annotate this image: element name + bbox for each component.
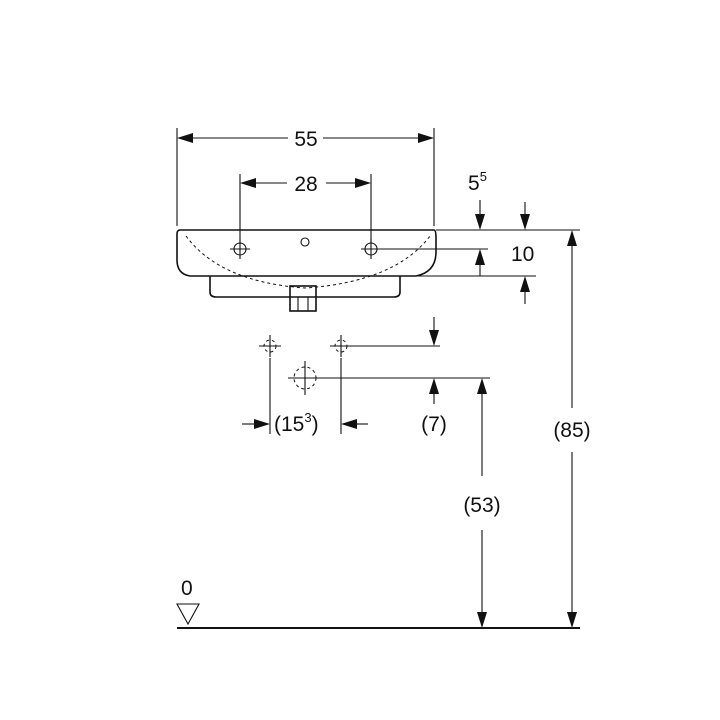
overflow-hole — [300, 237, 310, 247]
dim-drain-height-label: (53) — [463, 494, 500, 517]
floor-level-label: 0 — [181, 577, 193, 600]
washbasin-outline — [176, 229, 437, 312]
dim-rim-height: (85) — [553, 230, 591, 628]
dim-rim-thickness: 10 — [416, 202, 536, 304]
dim-rim-offset: 55 — [381, 169, 580, 276]
dim-rim-offset-label: 55 — [468, 169, 487, 195]
dim-drain-height: (53) — [463, 378, 501, 628]
dim-supply-drain-gap-label: (7) — [421, 413, 447, 436]
dim-supply-spacing-label: (153) — [274, 410, 319, 436]
floor-level-marker: 0 — [176, 577, 580, 629]
supply-connection-left — [259, 335, 281, 357]
supply-connection-right — [330, 335, 352, 357]
dim-tap-spacing-label: 28 — [294, 173, 317, 196]
dim-overall-width: 55 — [176, 128, 435, 226]
dim-rim-height-label: (85) — [553, 419, 590, 442]
dim-overall-width-label: 55 — [294, 128, 317, 151]
dim-supply-spacing: (153) — [242, 358, 368, 436]
dim-supply-drain-gap: (7) — [316, 317, 490, 436]
dim-tap-spacing: 28 — [239, 173, 372, 244]
dim-rim-thickness-label: 10 — [511, 243, 534, 266]
